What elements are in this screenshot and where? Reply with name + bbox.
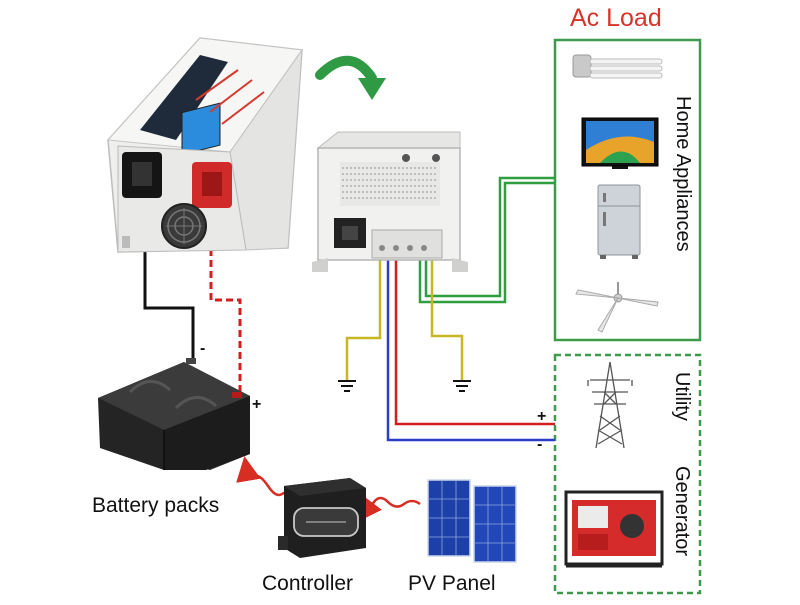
wire-red-utility — [394, 258, 555, 426]
utility-positive-sign: + — [537, 408, 547, 425]
inverter-rear-panel-icon — [312, 131, 468, 272]
pv-panel-label: PV Panel — [408, 572, 496, 595]
wires — [143, 176, 555, 442]
television-icon — [581, 117, 659, 169]
wire-yellow-left — [345, 258, 382, 380]
cfl-bulb-icon — [572, 54, 663, 79]
transmission-tower-icon — [587, 361, 633, 449]
ac-load-title: Ac Load — [570, 4, 662, 32]
green-arrow-icon — [315, 55, 386, 100]
ground-symbol-left — [338, 380, 356, 392]
refrigerator-icon — [597, 184, 641, 259]
wire-red-battery — [209, 205, 242, 398]
ac-load-box — [553, 38, 702, 342]
wire-yellow-right — [430, 258, 464, 380]
ground-symbol-right — [453, 380, 471, 392]
battery-positive-sign: + — [252, 396, 262, 413]
controller-label: Controller — [262, 572, 354, 595]
charge-controller-icon — [278, 478, 366, 558]
wire-black-battery — [143, 200, 195, 360]
wire-green-ac-2 — [424, 176, 555, 298]
inverter-charger-icon — [106, 37, 303, 253]
wire-green-ac — [418, 181, 555, 304]
wire-blue-utility — [386, 258, 555, 442]
battery-negative-sign: - — [200, 340, 206, 357]
generator-label: Generator — [671, 466, 693, 557]
utility-label: Utility — [671, 372, 693, 421]
battery-packs-label: Battery packs — [92, 494, 220, 517]
ceiling-fan-icon — [575, 282, 659, 333]
generator-icon — [564, 490, 664, 568]
battery-icon — [98, 358, 250, 470]
source-box — [553, 353, 702, 595]
solar-panel-icon — [427, 479, 517, 563]
home-appliances-label: Home Appliances — [672, 96, 694, 252]
utility-negative-sign: - — [537, 436, 543, 453]
red-arrow-pv-to-controller — [359, 493, 421, 522]
